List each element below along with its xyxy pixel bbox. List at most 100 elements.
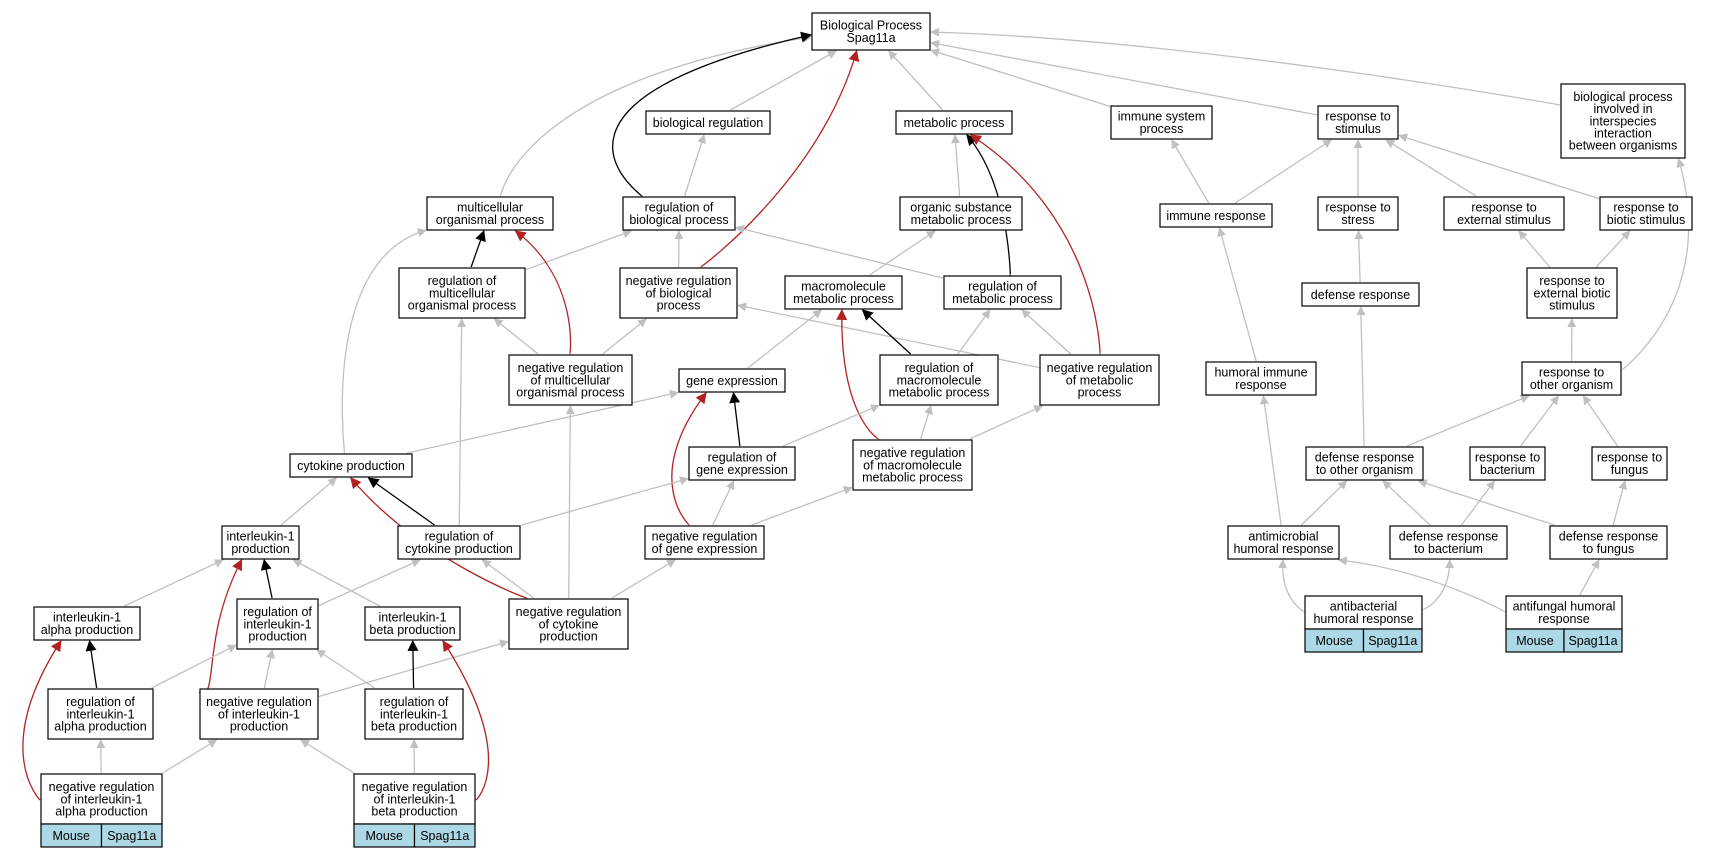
edge-is-a bbox=[735, 224, 944, 279]
gene-label: Spag11a bbox=[1568, 634, 1617, 648]
term-label-line: response to bbox=[1325, 201, 1390, 215]
edge-is-a bbox=[1417, 479, 1555, 526]
term-label-line: biological regulation bbox=[653, 116, 764, 130]
term-label-line: external biotic bbox=[1533, 286, 1610, 300]
term-node-defresp[interactable]: defense response bbox=[1301, 282, 1420, 307]
edge-is-a bbox=[730, 50, 837, 111]
edge-is-a bbox=[1621, 158, 1690, 371]
term-label-line: negative regulation bbox=[860, 446, 966, 460]
edge-regulates bbox=[407, 639, 419, 689]
term-label-line: multicellular bbox=[457, 201, 523, 215]
edge-negatively-regulates bbox=[836, 308, 880, 440]
term-label-line: of interleukin-1 bbox=[218, 707, 300, 721]
edge-is-a bbox=[499, 33, 812, 197]
term-box bbox=[289, 453, 413, 478]
term-box bbox=[1389, 525, 1508, 560]
term-label-line: metabolic process bbox=[793, 292, 894, 306]
edge-is-a bbox=[930, 27, 1561, 106]
edge-is-a bbox=[888, 50, 944, 111]
edge-regulates bbox=[85, 639, 98, 689]
term-label-line: response to bbox=[1325, 110, 1390, 124]
term-label-line: of interleukin-1 bbox=[61, 792, 143, 806]
term-node-geneexp[interactable]: gene expression bbox=[678, 368, 786, 393]
edge-is-a bbox=[1582, 395, 1619, 447]
term-label-line: regulation of bbox=[66, 695, 135, 709]
term-label-line: involved in bbox=[1593, 102, 1652, 116]
term-label-line: other organism bbox=[1530, 378, 1613, 392]
term-label-line: biological process bbox=[629, 213, 728, 227]
term-box bbox=[1317, 105, 1399, 140]
term-node-bioreg[interactable]: biological regulation bbox=[645, 110, 771, 135]
term-label-line: negative regulation bbox=[362, 780, 468, 794]
edge-is-a bbox=[280, 477, 337, 526]
edge-is-a bbox=[1595, 230, 1631, 268]
term-label-line: of macromolecule bbox=[863, 458, 962, 472]
term-box bbox=[398, 267, 526, 319]
term-box bbox=[1205, 361, 1317, 396]
edge-is-a bbox=[751, 486, 853, 526]
term-node-immresp[interactable]: immune response bbox=[1159, 203, 1273, 228]
term-box bbox=[47, 688, 154, 740]
edge-is-a bbox=[300, 739, 355, 774]
term-box bbox=[397, 525, 521, 560]
term-box bbox=[879, 354, 999, 406]
term-box bbox=[353, 773, 476, 825]
term-label-line: interspecies bbox=[1590, 114, 1657, 128]
term-label-line: regulation of bbox=[968, 280, 1037, 294]
edge-is-a bbox=[930, 39, 1318, 116]
edge-is-a bbox=[162, 739, 218, 774]
edge-negatively-regulates bbox=[671, 392, 707, 526]
edge-is-a bbox=[919, 405, 933, 440]
edge-negatively-regulates bbox=[514, 230, 572, 355]
edge-is-a bbox=[1356, 306, 1366, 447]
term-label-line: to fungus bbox=[1583, 542, 1634, 556]
term-node-metab[interactable]: metabolic process bbox=[895, 110, 1013, 135]
edge-is-a bbox=[1579, 559, 1600, 596]
term-node-cytprod[interactable]: cytokine production bbox=[289, 453, 413, 478]
